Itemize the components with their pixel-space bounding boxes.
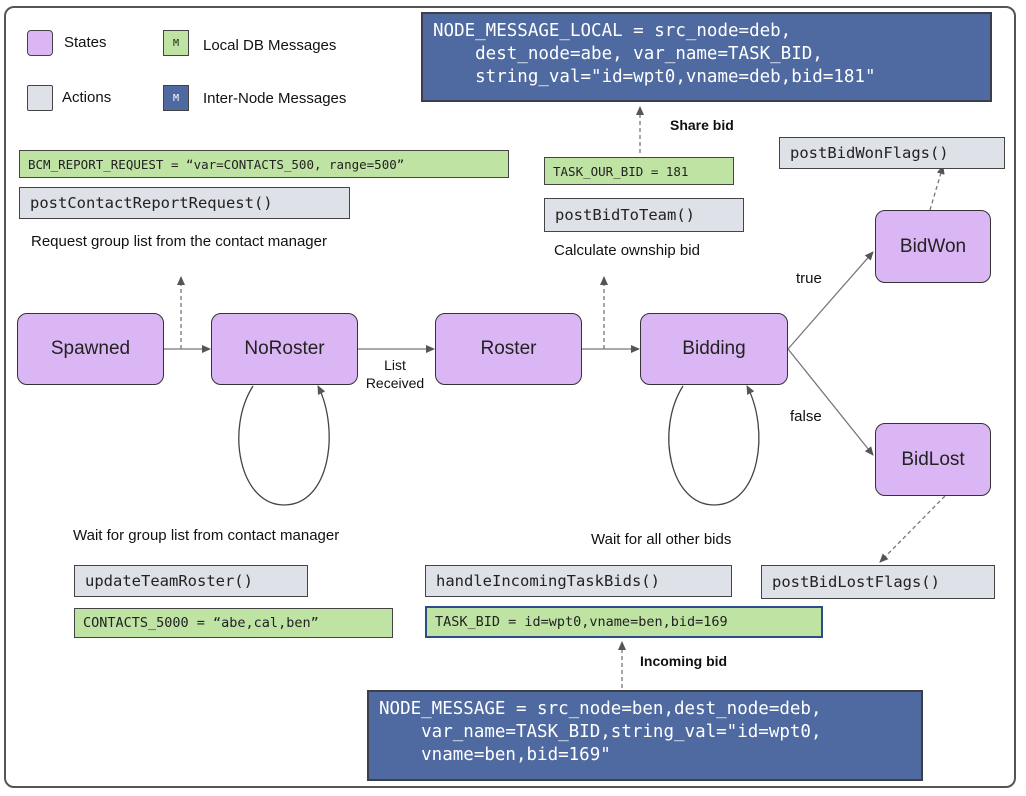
state-noroster: NoRoster bbox=[211, 313, 358, 385]
legend-states-swatch bbox=[27, 30, 53, 56]
diagram-frame bbox=[4, 6, 1016, 788]
bcm-report-request-msg: BCM_REPORT_REQUEST = “var=CONTACTS_500, … bbox=[19, 150, 509, 178]
post-contact-report-request-action: postContactReportRequest() bbox=[19, 187, 350, 219]
wait-other-bids-caption: Wait for all other bids bbox=[591, 531, 732, 548]
task-bid-msg: TASK_BID = id=wpt0,vname=ben,bid=169 bbox=[425, 606, 823, 638]
state-spawned: Spawned bbox=[17, 313, 164, 385]
edge-bidding-bidlost bbox=[787, 348, 874, 456]
legend-local-db-label: Local DB Messages bbox=[203, 37, 337, 54]
true-label: true bbox=[796, 270, 822, 287]
calc-ownship-bid-caption: Calculate ownship bid bbox=[554, 242, 700, 259]
request-group-list-caption: Request group list from the contact mana… bbox=[31, 233, 327, 250]
list-received-line-2: Received bbox=[365, 375, 425, 391]
list-received-label: List Received bbox=[352, 356, 438, 392]
list-received-line-1: List bbox=[384, 357, 406, 373]
loop-noroster bbox=[238, 385, 330, 506]
edge-bidding-bidwon bbox=[787, 251, 874, 350]
legend-actions-label: Actions bbox=[62, 89, 112, 106]
state-bidding: Bidding bbox=[640, 313, 788, 385]
node-message-local-box: NODE_MESSAGE_LOCAL = src_node=deb, dest_… bbox=[421, 12, 992, 102]
dash-bidlost-flags bbox=[879, 495, 946, 563]
share-bid-label: Share bid bbox=[670, 117, 734, 133]
legend-local-db-swatch: M bbox=[163, 30, 189, 56]
post-bid-won-flags-action: postBidWonFlags() bbox=[779, 137, 1005, 169]
state-bidwon: BidWon bbox=[875, 210, 991, 283]
handle-incoming-task-bids-action: handleIncomingTaskBids() bbox=[425, 565, 732, 597]
legend-states-label: States bbox=[64, 34, 107, 51]
post-bid-lost-flags-action: postBidLostFlags() bbox=[761, 565, 995, 599]
false-label: false bbox=[790, 408, 822, 425]
legend-actions-swatch bbox=[27, 85, 53, 111]
post-bid-to-team-action: postBidToTeam() bbox=[544, 198, 744, 232]
state-bidlost: BidLost bbox=[875, 423, 991, 496]
dash-bidwon-flags bbox=[929, 165, 945, 211]
wait-group-list-caption: Wait for group list from contact manager bbox=[73, 527, 340, 544]
state-roster: Roster bbox=[435, 313, 582, 385]
legend-inter-node-label: Inter-Node Messages bbox=[203, 90, 347, 107]
contacts-5000-msg: CONTACTS_5000 = “abe,cal,ben” bbox=[74, 608, 393, 638]
incoming-bid-label: Incoming bid bbox=[640, 653, 728, 669]
legend-inter-node-swatch: M bbox=[163, 85, 189, 111]
task-our-bid-msg: TASK_OUR_BID = 181 bbox=[544, 157, 734, 185]
loop-bidding bbox=[668, 385, 760, 506]
update-team-roster-action: updateTeamRoster() bbox=[74, 565, 308, 597]
node-message-box: NODE_MESSAGE = src_node=ben,dest_node=de… bbox=[367, 690, 923, 781]
